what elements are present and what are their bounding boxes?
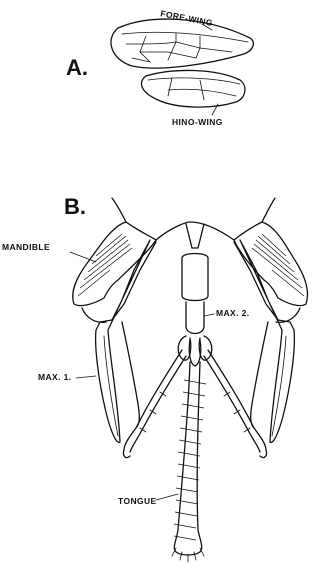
max2-label: MAX. 2. bbox=[216, 308, 250, 318]
panel-b: B. MANDIBLE bbox=[2, 194, 308, 562]
max1-label: MAX. 1. bbox=[38, 372, 72, 382]
fore-wing bbox=[111, 19, 253, 68]
left-mandible bbox=[73, 222, 156, 322]
left-maxilla-1 bbox=[96, 240, 156, 442]
panel-b-letter: B. bbox=[64, 194, 86, 219]
tongue-label: TONGUE bbox=[118, 496, 157, 506]
fore-wing-label: FORE-WING bbox=[160, 8, 214, 28]
right-maxilla-1 bbox=[234, 240, 294, 442]
head-outline bbox=[126, 222, 262, 240]
hind-wing bbox=[142, 70, 245, 107]
tongue-glossa bbox=[172, 362, 206, 562]
mandible-label: MANDIBLE bbox=[2, 242, 50, 252]
panel-a-letter: A. bbox=[66, 55, 88, 80]
hind-wing-label: HINO-WING bbox=[172, 117, 223, 127]
labium-max2 bbox=[178, 224, 212, 366]
panel-a: A. FORE-WING HINO-WING bbox=[66, 8, 253, 127]
